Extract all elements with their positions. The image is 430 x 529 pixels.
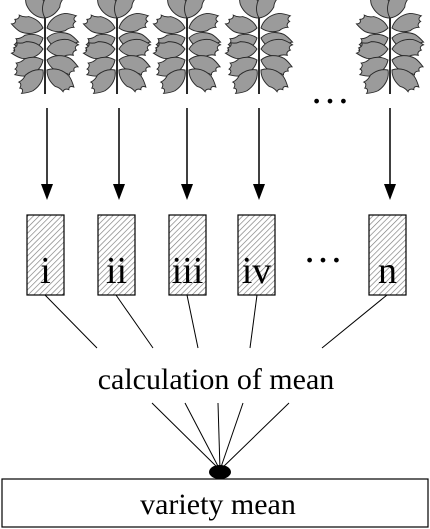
leafy-plant-icon [354,0,426,99]
lines-to-calculation [44,294,388,349]
sample-box-iv: iv [237,214,276,296]
sample-label-n: n [378,250,397,292]
sample-label-iv: iv [242,250,272,292]
sample-box-ii: ii [97,214,136,296]
leafy-plant-icon [9,0,81,99]
sample-box-i: i [26,214,65,296]
arrow-iii [181,108,193,200]
arrow-i [41,108,53,200]
arrow-n [384,108,396,200]
sample-label-ii: ii [106,250,127,292]
sample-box-iii: iii [168,214,207,296]
ellipsis-mid: … [303,226,343,271]
variety-mean-box [1,478,429,528]
sample-label-i: i [40,250,51,292]
calculation-label: calculation of mean [98,363,335,396]
sample-box-n: n [368,214,407,296]
leafy-plant-icon [81,0,153,99]
ellipsis-top: … [310,67,350,112]
sample-boxes: i ii iii iv n [26,214,407,296]
sample-label-iii: iii [172,250,204,292]
convergence-point [209,465,231,479]
variety-mean-label: variety mean [140,488,296,521]
leafy-plant-icon [223,0,295,99]
leafy-plant-icon [151,0,223,99]
converging-lines [151,402,290,471]
plants-row [9,0,426,99]
arrow-ii [113,108,125,200]
arrow-iv [253,108,265,200]
arrows-to-samples [41,108,396,200]
